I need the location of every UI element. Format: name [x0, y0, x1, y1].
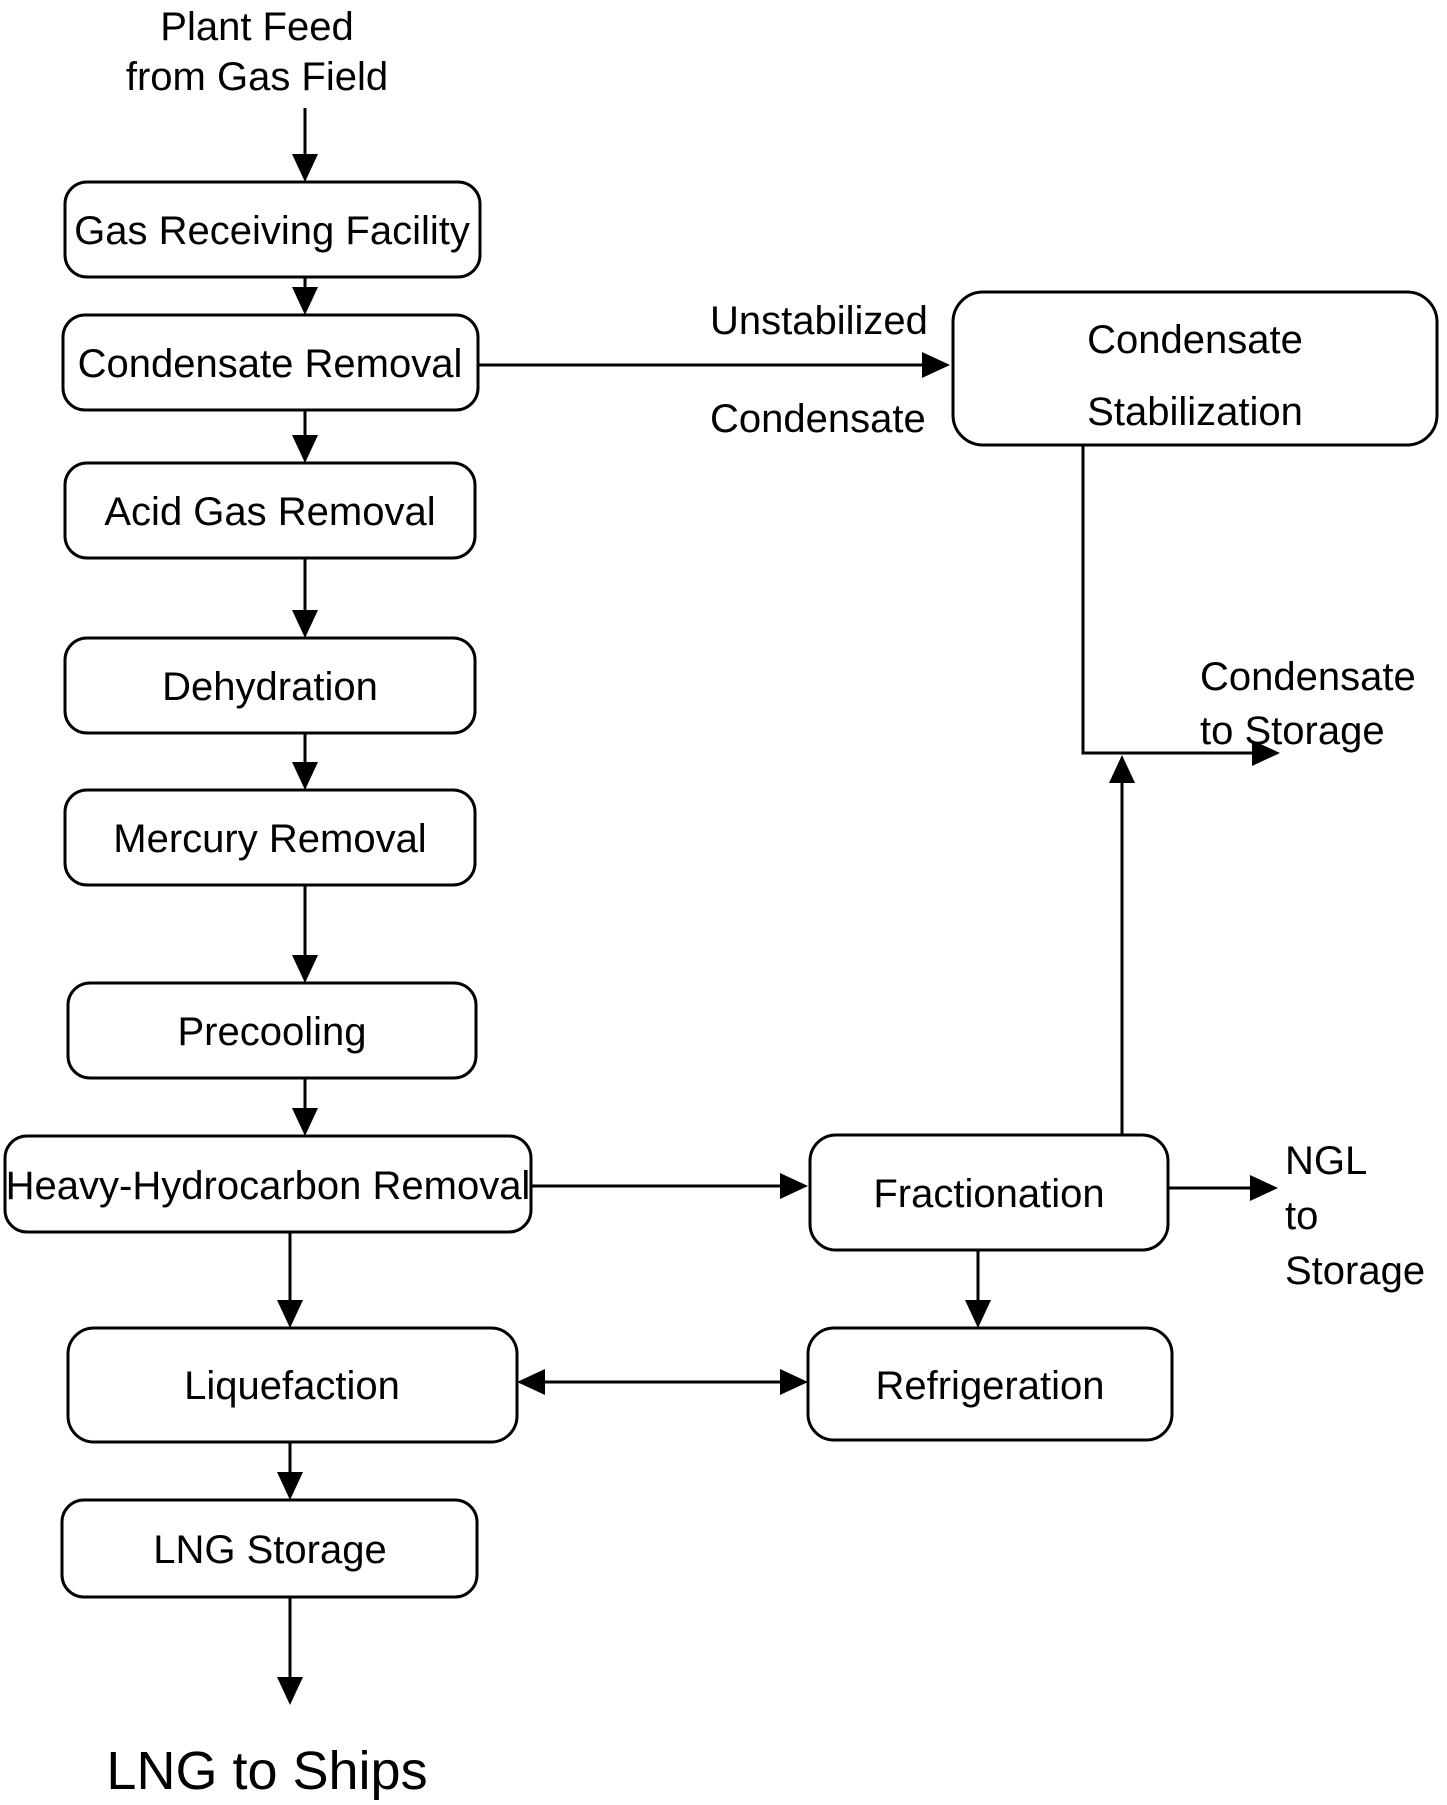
- connectors: [277, 108, 1280, 1705]
- node-precooling: Precooling: [66, 981, 478, 1080]
- svg-text:to: to: [1285, 1194, 1318, 1238]
- svg-text:Unstabilized: Unstabilized: [710, 299, 928, 343]
- unstabilized-condensate-label: Unstabilized Condensate: [710, 299, 928, 441]
- arrow-condensate-removal-to-acid-gas: [292, 410, 318, 463]
- node-label: Fractionation: [873, 1172, 1104, 1216]
- arrow-acid-gas-to-dehydration: [292, 558, 318, 638]
- node-label: Dehydration: [162, 665, 378, 709]
- node-label: Heavy-Hydrocarbon Removal: [6, 1164, 531, 1208]
- node-label: Mercury Removal: [113, 817, 426, 861]
- svg-text:Storage: Storage: [1285, 1249, 1425, 1293]
- node-label: LNG Storage: [153, 1528, 386, 1572]
- node-fractionation: Fractionation: [808, 1133, 1170, 1252]
- node-liquefaction: Liquefaction: [66, 1326, 519, 1444]
- node-dehydration: Dehydration: [63, 636, 477, 735]
- node-mercury-removal: Mercury Removal: [63, 788, 477, 887]
- arrow-fractionation-to-condensate-storage: [1109, 755, 1135, 1135]
- svg-text:LNG to Ships: LNG to Ships: [106, 1741, 427, 1801]
- arrow-fractionation-to-ngl-storage: [1168, 1175, 1278, 1201]
- svg-text:Condensate: Condensate: [1200, 655, 1416, 699]
- arrow-fractionation-to-refrigeration: [965, 1250, 991, 1328]
- arrow-precooling-to-heavy-hydrocarbon: [292, 1078, 318, 1136]
- node-heavy-hydrocarbon-removal: Heavy-Hydrocarbon Removal: [3, 1134, 533, 1234]
- arrow-stabilization-to-condensate-storage: [1081, 445, 1280, 766]
- node-label: Liquefaction: [184, 1364, 400, 1408]
- lng-to-ships-sink-label: LNG to Ships: [106, 1741, 427, 1801]
- node-label: Condensate Removal: [78, 342, 463, 386]
- arrow-condensate-removal-to-stabilization: [478, 352, 950, 378]
- arrow-mercury-to-precooling: [292, 885, 318, 983]
- svg-text:from Gas Field: from Gas Field: [126, 55, 388, 99]
- svg-text:to Storage: to Storage: [1200, 709, 1385, 753]
- node-refrigeration: Refrigeration: [806, 1326, 1174, 1442]
- svg-text:Plant Feed: Plant Feed: [160, 5, 353, 49]
- plant-feed-source-label: Plant Feed from Gas Field: [126, 5, 388, 99]
- condensate-to-storage-label: Condensate to Storage: [1200, 655, 1416, 753]
- arrow-lng-storage-to-ships: [277, 1597, 303, 1705]
- node-condensate-removal: Condensate Removal: [61, 313, 480, 412]
- arrow-plant-feed-to-gas-receiving: [292, 108, 318, 182]
- arrow-dehydration-to-mercury: [292, 733, 318, 790]
- arrow-gas-receiving-to-condensate-removal: [292, 277, 318, 315]
- node-condensate-stabilization: Condensate Stabilization: [951, 290, 1439, 447]
- node-label: Precooling: [177, 1010, 366, 1054]
- arrow-liquefaction-refrigeration-bidirectional: [517, 1369, 808, 1395]
- node-label-line1: Condensate: [1087, 318, 1303, 362]
- svg-text:NGL: NGL: [1285, 1139, 1367, 1183]
- process-nodes: Gas Receiving Facility Condensate Remova…: [3, 180, 1439, 1599]
- node-label: Refrigeration: [875, 1364, 1104, 1408]
- node-lng-storage: LNG Storage: [60, 1498, 479, 1599]
- arrow-heavy-hydrocarbon-to-liquefaction: [277, 1232, 303, 1328]
- node-acid-gas-removal: Acid Gas Removal: [63, 461, 477, 560]
- node-label-line2: Stabilization: [1087, 390, 1303, 434]
- ngl-to-storage-label: NGL to Storage: [1285, 1139, 1425, 1293]
- node-gas-receiving-facility: Gas Receiving Facility: [63, 180, 482, 279]
- arrow-liquefaction-to-lng-storage: [277, 1442, 303, 1500]
- stream-labels: Plant Feed from Gas Field Unstabilized C…: [106, 5, 1425, 1801]
- node-label: Acid Gas Removal: [104, 490, 435, 534]
- arrow-heavy-hydrocarbon-to-fractionation: [531, 1173, 808, 1199]
- svg-text:Condensate: Condensate: [710, 397, 926, 441]
- node-label: Gas Receiving Facility: [74, 209, 470, 253]
